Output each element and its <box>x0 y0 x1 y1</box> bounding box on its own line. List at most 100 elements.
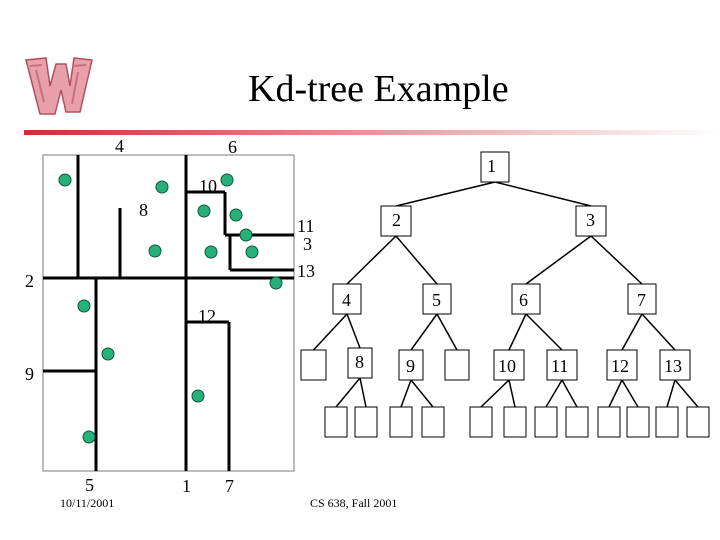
data-point <box>155 180 169 194</box>
tree-node-box <box>546 349 578 381</box>
tree-edge <box>561 379 578 408</box>
tree-edge <box>359 377 367 408</box>
tree-node-13: 13 <box>664 356 682 376</box>
tree-node-box <box>347 347 373 379</box>
slide-title: Kd-tree Example <box>248 68 509 110</box>
data-point <box>82 430 96 444</box>
tree-node-box <box>597 406 621 438</box>
tree-node-box <box>534 406 558 438</box>
tree-edge <box>508 313 527 351</box>
tree-edge <box>436 313 458 351</box>
tree-node-box <box>354 406 378 438</box>
partition-label-10: 10 <box>199 176 217 196</box>
partition-label-9: 9 <box>25 364 34 384</box>
tree-node-box <box>493 349 525 381</box>
tree-node-box <box>655 406 679 438</box>
tree-node-box <box>324 406 348 438</box>
tree-node-box <box>421 406 445 438</box>
partition-label-11: 11 <box>297 216 315 236</box>
tree-node-12: 12 <box>611 356 629 376</box>
tree-node-box <box>511 283 541 315</box>
tree-edge <box>335 377 361 408</box>
partition-label-13: 13 <box>297 261 315 281</box>
partition-label-3: 3 <box>303 234 312 254</box>
tree-node-box <box>422 283 452 315</box>
tree-node-2: 2 <box>392 210 401 230</box>
tree-node-box <box>300 349 327 381</box>
partition-label-12: 12 <box>198 306 216 326</box>
data-point <box>197 204 211 218</box>
footer-course: CS 638, Fall 2001 <box>310 496 398 510</box>
wisconsin-w-logo <box>25 57 93 115</box>
data-points <box>58 173 283 444</box>
partition-label-7: 7 <box>225 476 234 496</box>
tree-node-box <box>389 406 413 438</box>
tree-edge <box>346 313 361 349</box>
data-point <box>204 245 218 259</box>
data-point <box>239 228 253 242</box>
tree-edge <box>641 313 676 351</box>
partition-label-5: 5 <box>85 475 94 495</box>
tree-node-5: 5 <box>432 290 441 310</box>
tree-node-box <box>606 349 638 381</box>
footer-date: 10/11/2001 <box>60 496 115 510</box>
logo-brush-marks <box>29 64 87 105</box>
tree-boxes <box>300 151 710 438</box>
tree-edge <box>545 379 563 408</box>
tree-edge <box>621 379 639 408</box>
tree-edge <box>395 235 438 285</box>
data-point <box>148 244 162 258</box>
tree-edge <box>674 379 699 408</box>
tree-node-8: 8 <box>355 352 364 372</box>
tree-node-box <box>565 406 589 438</box>
tree-edge <box>525 313 563 351</box>
tree-node-box <box>626 406 650 438</box>
tree-node-box <box>332 283 362 315</box>
tree-node-4: 4 <box>342 290 351 310</box>
data-point <box>58 173 72 187</box>
tree-edge <box>608 379 623 408</box>
tree-edge <box>410 313 438 351</box>
tree-node-10: 10 <box>498 356 516 376</box>
tree-node-box <box>627 283 657 315</box>
tree-node-box <box>503 406 527 438</box>
tree-edge <box>400 379 412 408</box>
data-point <box>220 173 234 187</box>
title-rule <box>24 130 720 135</box>
tree-node-6: 6 <box>519 290 528 310</box>
data-point <box>245 245 259 259</box>
tree-node-box <box>469 406 493 438</box>
tree-edges <box>312 181 699 408</box>
tree-edge <box>494 181 592 207</box>
tree-node-1: 1 <box>487 156 496 176</box>
tree-node-box <box>398 349 424 381</box>
partition-label-2: 2 <box>25 271 34 291</box>
tree-node-box <box>380 205 412 237</box>
tree-node-9: 9 <box>406 356 415 376</box>
tree-edge <box>508 379 516 408</box>
tree-node-box <box>659 349 691 381</box>
tree-edge <box>480 379 510 408</box>
partition-label-1: 1 <box>182 476 191 496</box>
data-point <box>77 299 91 313</box>
tree-edge <box>525 235 592 285</box>
tree-node-box <box>480 151 510 183</box>
partition-label-8: 8 <box>139 200 148 220</box>
tree-edge <box>395 181 496 207</box>
partition-border <box>42 154 295 472</box>
tree-edge <box>666 379 676 408</box>
data-point <box>191 389 205 403</box>
tree-node-box <box>444 349 470 381</box>
tree-node-11: 11 <box>551 356 569 376</box>
tree-edge <box>346 235 397 285</box>
tree-node-box <box>686 406 710 438</box>
tree-edge <box>312 313 348 351</box>
data-point <box>269 276 283 290</box>
tree-edge <box>621 313 643 351</box>
data-point <box>101 347 115 361</box>
partition-label-4: 4 <box>115 136 124 156</box>
tree-node-3: 3 <box>586 210 595 230</box>
